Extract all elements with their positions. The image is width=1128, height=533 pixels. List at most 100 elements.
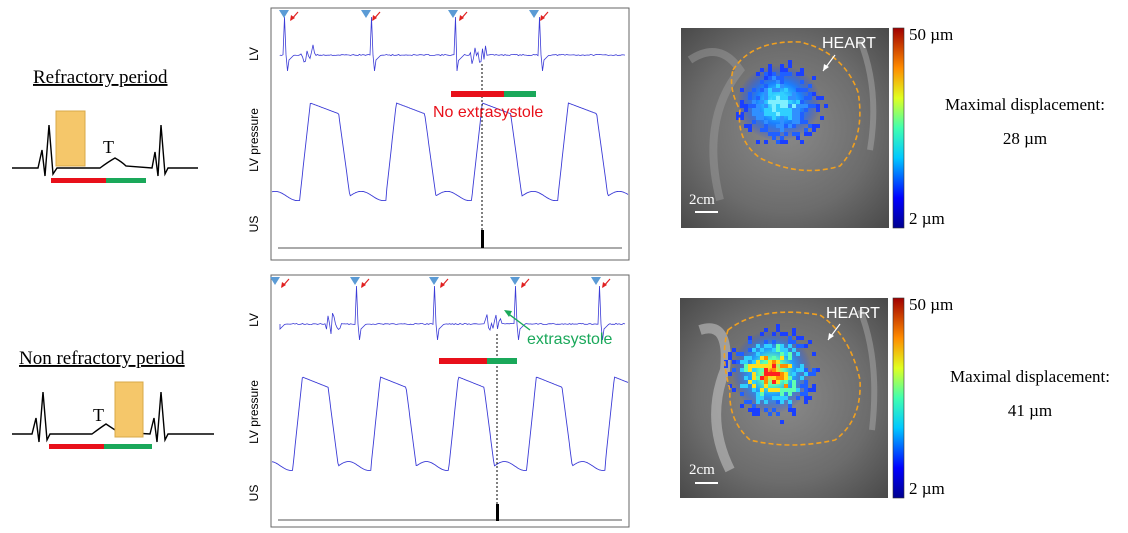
displacement-pixel bbox=[772, 340, 776, 344]
recording-frame bbox=[270, 7, 630, 261]
result-label: No extrasystole bbox=[433, 104, 543, 121]
displacement-pixel bbox=[740, 384, 744, 388]
displacement-pixel bbox=[780, 116, 784, 120]
channel-lv-label: LV bbox=[247, 47, 261, 61]
displacement-pixel bbox=[780, 364, 784, 368]
displacement-pixel bbox=[796, 108, 800, 112]
displacement-pixel bbox=[760, 356, 764, 360]
displacement-pixel bbox=[728, 384, 732, 388]
displacement-pixel bbox=[788, 108, 792, 112]
displacement-pixel bbox=[780, 400, 784, 404]
displacement-pixel bbox=[784, 104, 788, 108]
displacement-pixel bbox=[784, 132, 788, 136]
period-label: Non refractory period bbox=[19, 348, 185, 369]
displacement-pixel bbox=[764, 360, 768, 364]
displacement-pixel bbox=[792, 328, 796, 332]
displacement-pixel bbox=[796, 104, 800, 108]
recording-panel: LV LV pressure US No extrasystole bbox=[247, 7, 630, 261]
displacement-pixel bbox=[816, 368, 820, 372]
displacement-pixel bbox=[764, 376, 768, 380]
displacement-pixel bbox=[744, 400, 748, 404]
displacement-pixel bbox=[808, 124, 812, 128]
period-label: Refractory period bbox=[33, 67, 168, 88]
image-texture bbox=[857, 308, 878, 431]
displacement-pixel bbox=[796, 112, 800, 116]
displacement-pixel bbox=[752, 112, 756, 116]
r-wave-arrow-head bbox=[440, 282, 445, 288]
t-wave-label: T bbox=[103, 137, 114, 157]
displacement-pixel bbox=[788, 364, 792, 368]
displacement-pixel bbox=[752, 408, 756, 412]
trigger-marker bbox=[429, 277, 439, 285]
displacement-pixel bbox=[784, 72, 788, 76]
displacement-pixel bbox=[764, 372, 768, 376]
displacement-pixel bbox=[752, 364, 756, 368]
displacement-pixel bbox=[812, 104, 816, 108]
displacement-pixel bbox=[788, 96, 792, 100]
refractory-bar bbox=[51, 178, 106, 183]
displacement-pixel bbox=[780, 136, 784, 140]
displacement-pixel bbox=[768, 64, 772, 68]
displacement-pixel bbox=[792, 372, 796, 376]
displacement-pixel bbox=[748, 368, 752, 372]
displacement-pixel bbox=[788, 104, 792, 108]
displacement-pixel bbox=[792, 332, 796, 336]
displacement-pixel bbox=[760, 112, 764, 116]
displacement-pixel bbox=[744, 104, 748, 108]
displacement-pixel bbox=[784, 372, 788, 376]
displacement-pixel bbox=[752, 368, 756, 372]
displacement-pixel bbox=[776, 412, 780, 416]
displacement-pixel bbox=[812, 124, 816, 128]
displacement-pixel bbox=[768, 88, 772, 92]
displacement-pixel bbox=[752, 108, 756, 112]
refractory-bar bbox=[49, 444, 104, 449]
displacement-pixel bbox=[820, 96, 824, 100]
image-texture bbox=[857, 38, 877, 151]
displacement-pixel bbox=[792, 380, 796, 384]
displacement-pixel bbox=[764, 112, 768, 116]
displacement-pixel bbox=[780, 140, 784, 144]
displacement-pixel bbox=[788, 112, 792, 116]
displacement-pixel bbox=[772, 408, 776, 412]
displacement-pixel bbox=[796, 72, 800, 76]
displacement-pixel bbox=[804, 384, 808, 388]
displacement-pixel bbox=[788, 336, 792, 340]
displacement-pixel bbox=[764, 76, 768, 80]
displacement-pixel bbox=[728, 356, 732, 360]
displacement-pixel bbox=[764, 88, 768, 92]
displacement-pixel bbox=[804, 108, 808, 112]
displacement-pixel bbox=[760, 332, 764, 336]
displacement-pixel bbox=[768, 132, 772, 136]
displacement-pixel bbox=[776, 80, 780, 84]
displacement-pixel bbox=[792, 108, 796, 112]
displacement-pixel bbox=[732, 348, 736, 352]
displacement-pixel bbox=[780, 124, 784, 128]
displacement-pixel bbox=[780, 392, 784, 396]
refractory-bar bbox=[451, 91, 504, 97]
displacement-pixel bbox=[760, 392, 764, 396]
displacement-value: 41 µm bbox=[1008, 401, 1052, 420]
displacement-pixel bbox=[740, 368, 744, 372]
colorbar bbox=[892, 297, 905, 499]
displacement-pixel bbox=[800, 72, 804, 76]
heart-label: HEART bbox=[826, 305, 880, 322]
displacement-pixel bbox=[756, 96, 760, 100]
displacement-pixel bbox=[804, 344, 808, 348]
displacement-pixel bbox=[780, 388, 784, 392]
displacement-pixel bbox=[764, 328, 768, 332]
displacement-pixel bbox=[788, 392, 792, 396]
displacement-pixel bbox=[780, 332, 784, 336]
displacement-pixel bbox=[764, 92, 768, 96]
lv-pressure-line bbox=[271, 102, 629, 202]
displacement-pixel bbox=[760, 348, 764, 352]
displacement-pixel bbox=[800, 80, 804, 84]
displacement-pixel bbox=[784, 140, 788, 144]
displacement-pixel bbox=[804, 104, 808, 108]
displacement-pixel bbox=[756, 344, 760, 348]
displacement-pixel bbox=[788, 356, 792, 360]
trigger-marker bbox=[361, 10, 371, 18]
heart-arrow-head bbox=[823, 64, 829, 71]
displacement-pixel bbox=[760, 368, 764, 372]
displacement-pixel bbox=[804, 380, 808, 384]
